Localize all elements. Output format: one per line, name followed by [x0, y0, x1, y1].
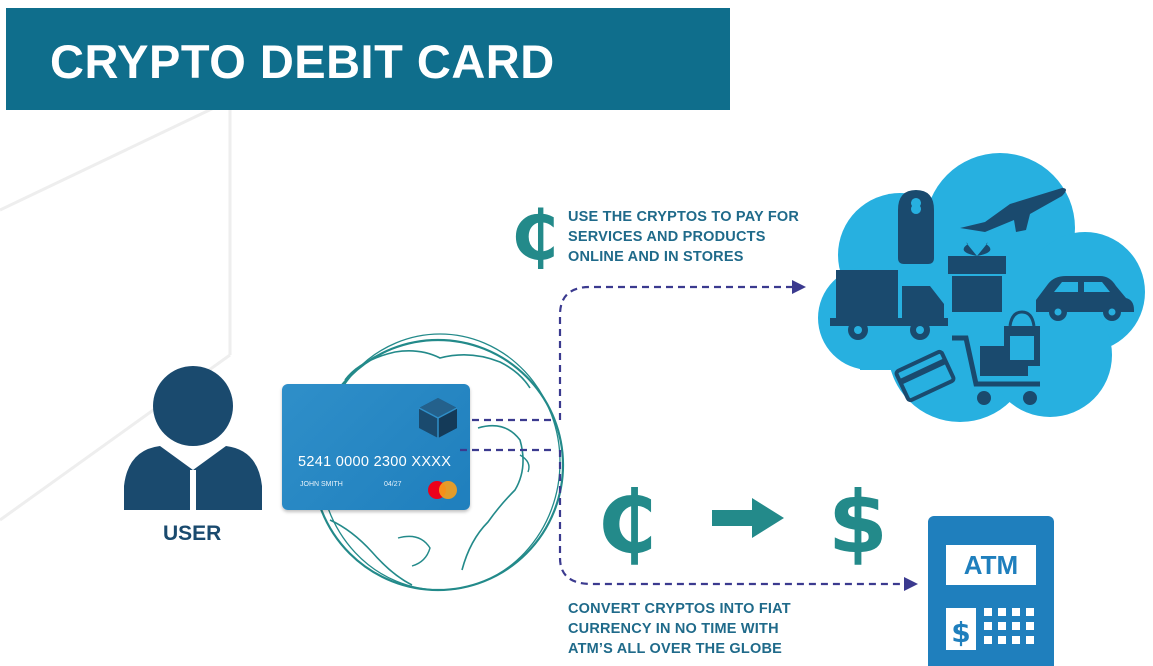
- credit-card: 5241 0000 2300 XXXX JOHN SMITH 04/27: [282, 384, 470, 510]
- card-number: 5241 0000 2300 XXXX: [298, 454, 452, 470]
- mastercard-logo-icon: [428, 481, 460, 499]
- crypto-symbol-top: ₵: [511, 197, 559, 276]
- pay-caption-line: USE THE CRYPTOS TO PAY FOR: [568, 209, 800, 225]
- truck-icon: [830, 270, 948, 340]
- cube-icon: [418, 398, 458, 438]
- page-title: CRYPTO DEBIT CARD: [50, 35, 555, 88]
- pay-caption: USE THE CRYPTOS TO PAY FOR SERVICES AND …: [568, 207, 838, 267]
- arrowhead-atm: [904, 577, 918, 591]
- card-expiry: 04/27: [384, 481, 402, 488]
- pay-caption-line: SERVICES AND PRODUCTS: [568, 229, 766, 245]
- atm-screen-label: ATM: [946, 545, 1036, 585]
- fiat-symbol: $: [828, 473, 888, 573]
- car-icon: [1036, 276, 1134, 321]
- convert-caption: CONVERT CRYPTOS INTO FIAT CURRENCY IN NO…: [568, 599, 868, 659]
- user-label: USER: [163, 522, 222, 545]
- payment-card-icon: [894, 349, 956, 403]
- convert-caption-line: CURRENCY IN NO TIME WITH: [568, 621, 779, 637]
- gift-icon: [948, 242, 1006, 312]
- crypto-symbol: ₵: [597, 473, 657, 573]
- shopping-cart-icon: [952, 310, 1040, 405]
- airplane-icon: [960, 188, 1066, 232]
- arrowhead-services: [792, 280, 806, 294]
- convert-caption-line: CONVERT CRYPTOS INTO FIAT: [568, 601, 791, 617]
- pay-caption-line: ONLINE AND IN STORES: [568, 249, 744, 265]
- convert-caption-line: ATM’S ALL OVER THE GLOBE: [568, 641, 782, 657]
- connector-to-atm: [558, 450, 904, 586]
- card-holder-name: JOHN SMITH: [300, 481, 343, 488]
- door-hanger-icon: [898, 190, 934, 264]
- title-banner: CRYPTO DEBIT CARD: [6, 8, 730, 110]
- svg-text:$: $: [951, 616, 970, 649]
